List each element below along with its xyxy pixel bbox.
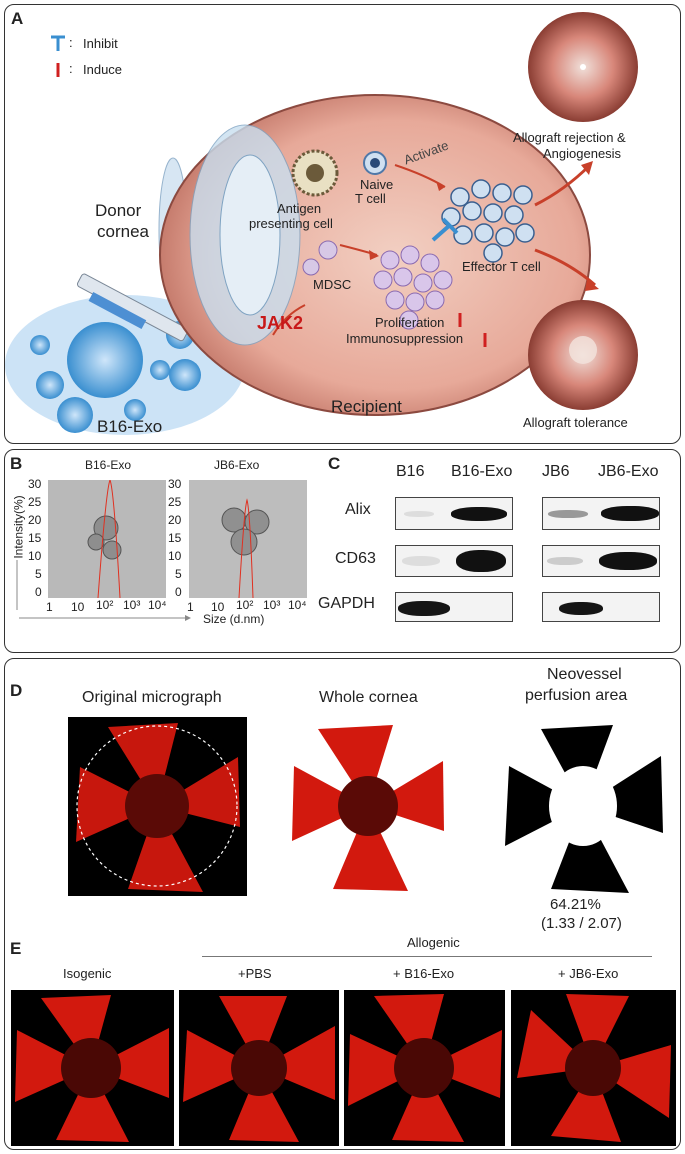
- lane-b16-exo: B16-Exo: [451, 463, 513, 480]
- panel-e-label: E: [10, 939, 22, 958]
- b2-ytick-10: 10: [168, 549, 182, 563]
- b2-xtick-100: 10²: [236, 598, 254, 612]
- group-isogenic: Isogenic: [63, 966, 112, 981]
- whole-cornea-title: Whole cornea: [319, 689, 418, 706]
- inhibit-effector-icon: [431, 217, 459, 242]
- apc-label-2: presenting cell: [249, 216, 333, 231]
- perfusion-ratio: (1.33 / 2.07): [541, 915, 622, 932]
- group-jb6-exo: + JB6-Exo: [558, 966, 619, 981]
- tolerance-label: Allograft tolerance: [523, 415, 628, 430]
- mdsc-cells: [302, 240, 338, 276]
- legend-colon-1: :: [69, 35, 73, 50]
- jb6-exo-tem-image: [189, 480, 307, 598]
- allogenic-label: Allogenic: [407, 935, 460, 950]
- blot-cd63-jb6: [542, 545, 660, 577]
- b-ytick-20: 20: [28, 513, 42, 527]
- protein-alix: Alix: [345, 501, 371, 518]
- isogenic-cornea-image: [11, 990, 174, 1146]
- b-ytick-15: 15: [28, 531, 42, 545]
- immuno-label: Immunosuppression: [346, 331, 464, 346]
- group-b16-exo: + B16-Exo: [393, 966, 455, 981]
- neovessel-title-2: perfusion area: [525, 687, 628, 704]
- b16-exo-cornea-image: [344, 990, 505, 1146]
- b2-ytick-25: 25: [168, 495, 182, 509]
- apc-label-1: Antigen: [277, 201, 322, 216]
- b-xtick-10: 10: [71, 600, 85, 614]
- group-pbs: +PBS: [238, 966, 272, 981]
- blot-cd63-b16: [395, 545, 513, 577]
- original-micrograph-title: Original micrograph: [82, 689, 222, 706]
- donor-cornea-label-1: Donor: [95, 201, 142, 220]
- b2-ytick-5: 5: [175, 567, 182, 581]
- effector-t-cells: [441, 179, 535, 263]
- blot-alix-jb6: [542, 497, 660, 530]
- b-ytick-0: 0: [35, 585, 42, 599]
- panel-a: A: [4, 4, 681, 444]
- b-xlabel: Size (d.nm): [203, 612, 265, 626]
- b16-exo-tem-image: [48, 480, 166, 598]
- lane-b16: B16: [396, 463, 425, 480]
- jak2-label: JAK2: [257, 313, 304, 333]
- b2-xtick-1000: 10³: [263, 598, 281, 612]
- mdsc-cluster: [373, 245, 453, 330]
- b2-ytick-15: 15: [168, 531, 182, 545]
- panel-bc: B B16-Exo JB6-Exo Intensity(%) 30 25 20 …: [4, 449, 681, 653]
- neovessel-title-1: Neovessel: [547, 666, 622, 683]
- b-axes-arrows: [16, 560, 191, 621]
- b-ytick-10: 10: [28, 549, 42, 563]
- original-micrograph-image: [68, 717, 247, 896]
- blot-gapdh-b16: [395, 592, 513, 622]
- lane-jb6: JB6: [542, 463, 570, 480]
- naive-label-2: T cell: [355, 191, 386, 206]
- mdsc-label: MDSC: [313, 277, 352, 292]
- b2-xtick-10: 10: [211, 600, 225, 614]
- b-xtick-1: 1: [46, 600, 53, 614]
- recipient-label: Recipient: [331, 397, 402, 416]
- donor-cornea-label-2: cornea: [97, 222, 149, 241]
- b16-exo-label: B16-Exo: [97, 417, 163, 436]
- b2-ytick-0: 0: [175, 585, 182, 599]
- effector-label: Effector T cell: [462, 259, 541, 274]
- naive-label-1: Naive: [360, 177, 394, 192]
- blot-alix-b16: [395, 497, 513, 530]
- b-xtick-1000: 10³: [123, 598, 141, 612]
- protein-cd63: CD63: [335, 550, 376, 567]
- b2-xtick-10000: 10⁴: [288, 598, 307, 612]
- b-ytick-5: 5: [35, 567, 42, 581]
- b-xtick-10000: 10⁴: [148, 598, 167, 612]
- b-ytick-30: 30: [28, 477, 42, 491]
- panel-de: D Original micrograph Whole cornea Neove…: [4, 658, 681, 1150]
- protein-gapdh: GAPDH: [318, 595, 375, 612]
- panel-d-label: D: [10, 681, 23, 700]
- b-xtick-100: 10²: [96, 598, 114, 612]
- allogenic-line: [202, 956, 652, 957]
- panel-a-label: A: [11, 9, 24, 28]
- blot-gapdh-jb6: [542, 592, 660, 622]
- jb6-exo-cornea-image: [511, 990, 676, 1146]
- whole-cornea-image: [292, 725, 444, 891]
- lane-jb6-exo: JB6-Exo: [598, 463, 659, 480]
- legend-colon-2: :: [69, 61, 73, 76]
- b2-xtick-1: 1: [187, 600, 194, 614]
- legend-induce-label: Induce: [83, 62, 123, 77]
- b-ytick-25: 25: [28, 495, 42, 509]
- rejection-label-2: Angiogenesis: [543, 146, 622, 161]
- inhibit-legend-icon: [51, 35, 65, 51]
- panel-c-label: C: [328, 454, 341, 473]
- jb6-exo-title: JB6-Exo: [214, 458, 260, 472]
- pbs-cornea-image: [179, 990, 339, 1146]
- panel-b-label: B: [10, 454, 23, 473]
- proliferation-label: Proliferation: [375, 315, 445, 330]
- panel-a-illustration: [5, 12, 638, 435]
- perfusion-percent: 64.21%: [550, 896, 601, 913]
- rejection-label-1: Allograft rejection &: [513, 130, 626, 145]
- b2-ytick-20: 20: [168, 513, 182, 527]
- b16-exo-title: B16-Exo: [85, 458, 132, 472]
- tolerance-arrow: [534, 248, 596, 287]
- neovessel-perfusion-image: [505, 725, 663, 893]
- b2-ytick-30: 30: [168, 477, 182, 491]
- legend-inhibit-label: Inhibit: [83, 36, 118, 51]
